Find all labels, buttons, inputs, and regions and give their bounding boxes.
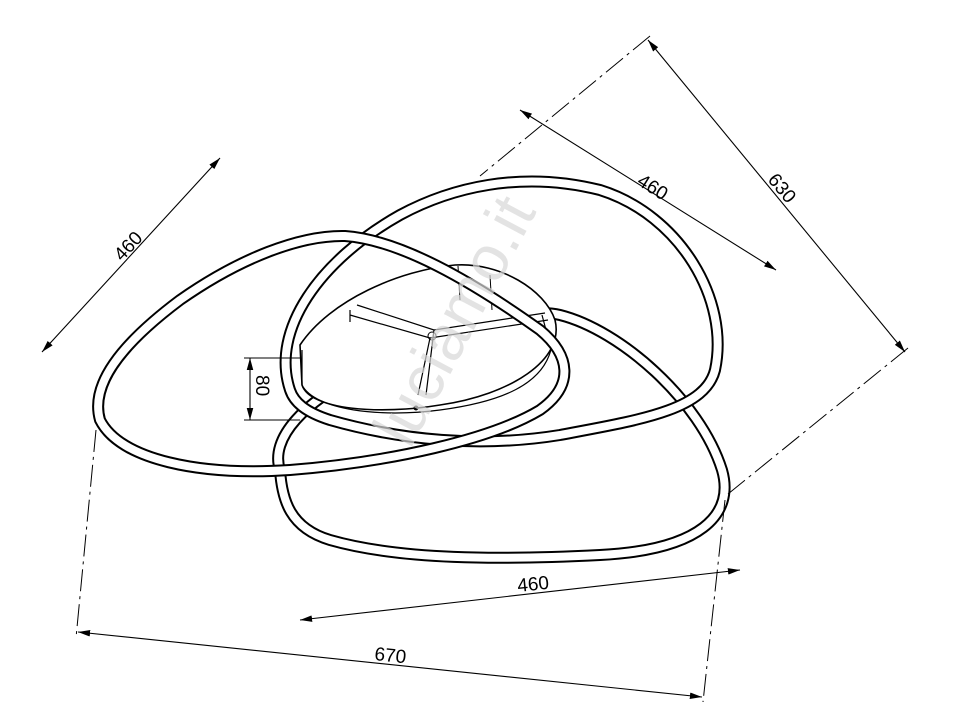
dimension-lines: [41, 39, 906, 700]
dim-top-ring-width: 460: [633, 170, 671, 205]
dim-overall-depth: 630: [763, 170, 799, 208]
dim-left-ring-width: 460: [110, 228, 147, 266]
extension-lines: [75, 35, 909, 703]
dim-height: 80: [251, 375, 272, 396]
dim-overall-width: 670: [373, 644, 407, 668]
dim-bottom-ring-width: 460: [516, 573, 550, 597]
